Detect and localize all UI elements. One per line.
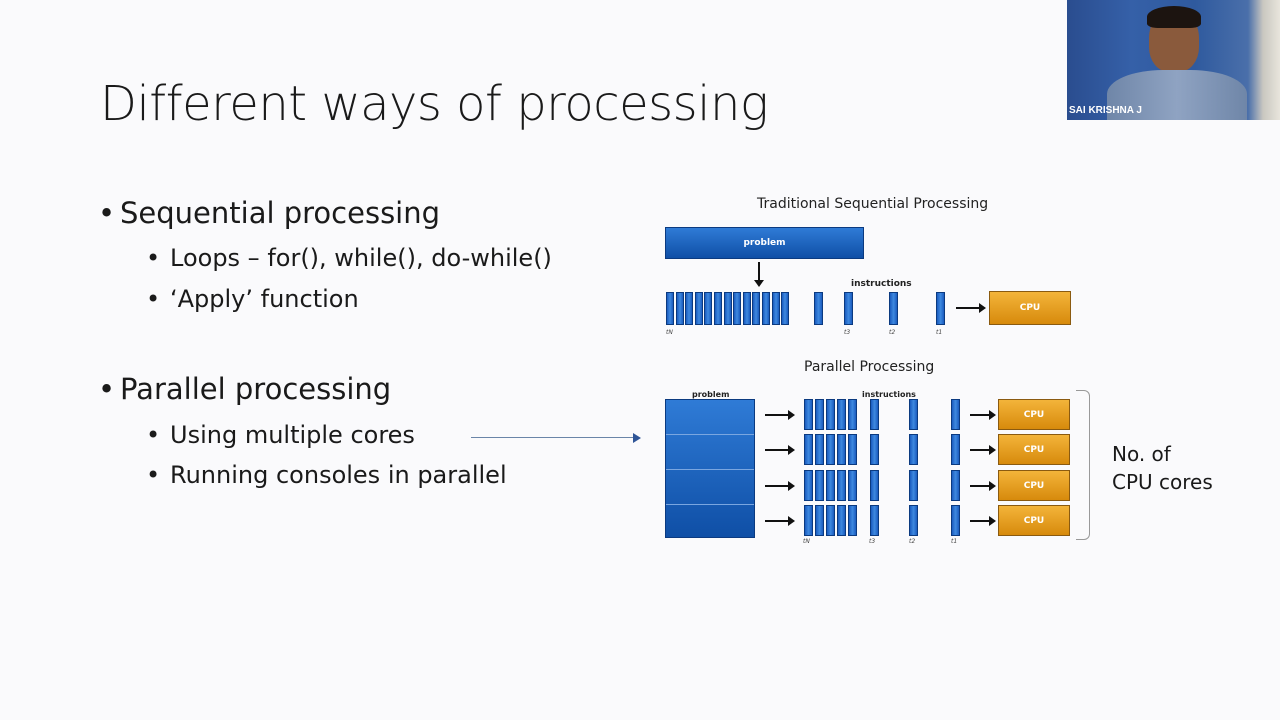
seq-instruction-bar: [762, 292, 770, 325]
par-instruction-bar: [804, 470, 813, 501]
sub-bullet-apply: •‘Apply’ function: [146, 285, 359, 313]
par-instruction-bar: [870, 399, 879, 430]
cores-label: No. of CPU cores: [1112, 442, 1213, 494]
seq-instruction-bar: [704, 292, 713, 325]
par-instruction-bar: [804, 434, 813, 465]
seq-instruction-bar: [742, 292, 751, 325]
par-instructions-label: instructions: [862, 390, 916, 399]
par-tick-tn: tN: [803, 538, 810, 545]
par-instruction-bar: [870, 434, 879, 465]
presenter-body: [1107, 70, 1247, 120]
par-instruction-bar: [951, 505, 960, 536]
par-instruction-bar: [909, 434, 918, 465]
sub-bullet-multiple-cores: •Using multiple cores: [146, 421, 415, 449]
par-instruction-bar: [826, 399, 835, 430]
seq-instruction-bar: [781, 292, 790, 325]
par-instruction-bar: [804, 505, 813, 536]
par-instruction-bar: [837, 470, 846, 501]
par-instruction-bar: [815, 399, 824, 430]
seq-instruction-bar: [814, 292, 823, 325]
seq-tick-t3: t3: [844, 329, 851, 336]
par-instruction-bar: [826, 505, 835, 536]
par-instruction-bar: [951, 399, 960, 430]
seq-instruction-bar: [752, 292, 761, 325]
seq-instruction-bar: [771, 292, 780, 325]
par-problem-label: problem: [692, 390, 730, 399]
pointer-arrow-head: [633, 433, 641, 443]
seq-instructions-label: instructions: [851, 279, 912, 289]
webcam-video: SAI KRISHNA J: [1067, 0, 1280, 120]
par-instruction-bar: [870, 470, 879, 501]
seq-instruction-bar: [694, 292, 703, 325]
par-instruction-bar: [909, 399, 918, 430]
par-instruction-bar: [826, 470, 835, 501]
par-instruction-bar: [909, 470, 918, 501]
par-instruction-bar: [848, 470, 857, 501]
par-input-arrow: [765, 445, 795, 455]
seq-cpu-arrow: [956, 303, 986, 313]
par-input-arrow: [765, 516, 795, 526]
par-instruction-bar: [804, 399, 813, 430]
par-instruction-bar: [815, 434, 824, 465]
par-instruction-bar: [951, 434, 960, 465]
par-instruction-bar: [951, 470, 960, 501]
seq-problem-block: problem: [665, 227, 864, 259]
par-instruction-bar: [837, 434, 846, 465]
seq-tick-t2: t2: [889, 329, 896, 336]
seq-tick-tn: tN: [666, 329, 673, 336]
par-instruction-bar: [909, 505, 918, 536]
par-tick-t3: t3: [869, 538, 876, 545]
par-cpu-arrow: [970, 481, 996, 491]
seq-instruction-bar: [936, 292, 945, 325]
par-cpu-block: CPU: [998, 505, 1070, 536]
par-input-arrow: [765, 481, 795, 491]
seq-instruction-bar: [844, 292, 853, 325]
par-cpu-block: CPU: [998, 470, 1070, 501]
par-instruction-bar: [837, 399, 846, 430]
seq-instruction-bar: [889, 292, 898, 325]
pointer-arrow-line: [471, 437, 637, 438]
par-instruction-bar: [815, 470, 824, 501]
seq-down-arrow-line: [758, 262, 760, 282]
par-cpu-arrow: [970, 410, 996, 420]
bullet-parallel: •Parallel processing: [98, 372, 392, 406]
par-instruction-bar: [815, 505, 824, 536]
par-instruction-bar: [848, 434, 857, 465]
par-problem-block: [665, 399, 755, 538]
par-cpu-block: CPU: [998, 399, 1070, 430]
presenter-hair: [1147, 6, 1201, 28]
seq-instruction-bar: [714, 292, 722, 325]
par-instruction-bar: [848, 505, 857, 536]
par-instruction-bar: [826, 434, 835, 465]
webcam-name-label: SAI KRISHNA J: [1069, 105, 1142, 116]
seq-diagram-title: Traditional Sequential Processing: [757, 196, 989, 212]
seq-instruction-bar: [666, 292, 674, 325]
par-cpu-arrow: [970, 445, 996, 455]
par-diagram-title: Parallel Processing: [804, 359, 935, 375]
seq-instruction-bar: [733, 292, 742, 325]
par-cpu-block: CPU: [998, 434, 1070, 465]
par-instruction-bar: [848, 399, 857, 430]
cores-brace: [1076, 390, 1090, 540]
seq-instruction-bar: [685, 292, 694, 325]
seq-tick-t1: t1: [936, 329, 943, 336]
par-instruction-bar: [870, 505, 879, 536]
bullet-sequential: •Sequential processing: [98, 196, 441, 230]
seq-down-arrow-head: [754, 280, 764, 287]
par-tick-t2: t2: [909, 538, 916, 545]
seq-instruction-bar: [723, 292, 732, 325]
par-input-arrow: [765, 410, 795, 420]
par-instruction-bar: [837, 505, 846, 536]
slide-title: Different ways of processing: [100, 76, 769, 132]
seq-cpu-block: CPU: [989, 291, 1071, 325]
sub-bullet-consoles: •Running consoles in parallel: [146, 461, 507, 489]
sub-bullet-loops: •Loops – for(), while(), do-while(): [146, 244, 552, 272]
par-cpu-arrow: [970, 516, 996, 526]
seq-instruction-bar: [675, 292, 684, 325]
par-tick-t1: t1: [951, 538, 958, 545]
